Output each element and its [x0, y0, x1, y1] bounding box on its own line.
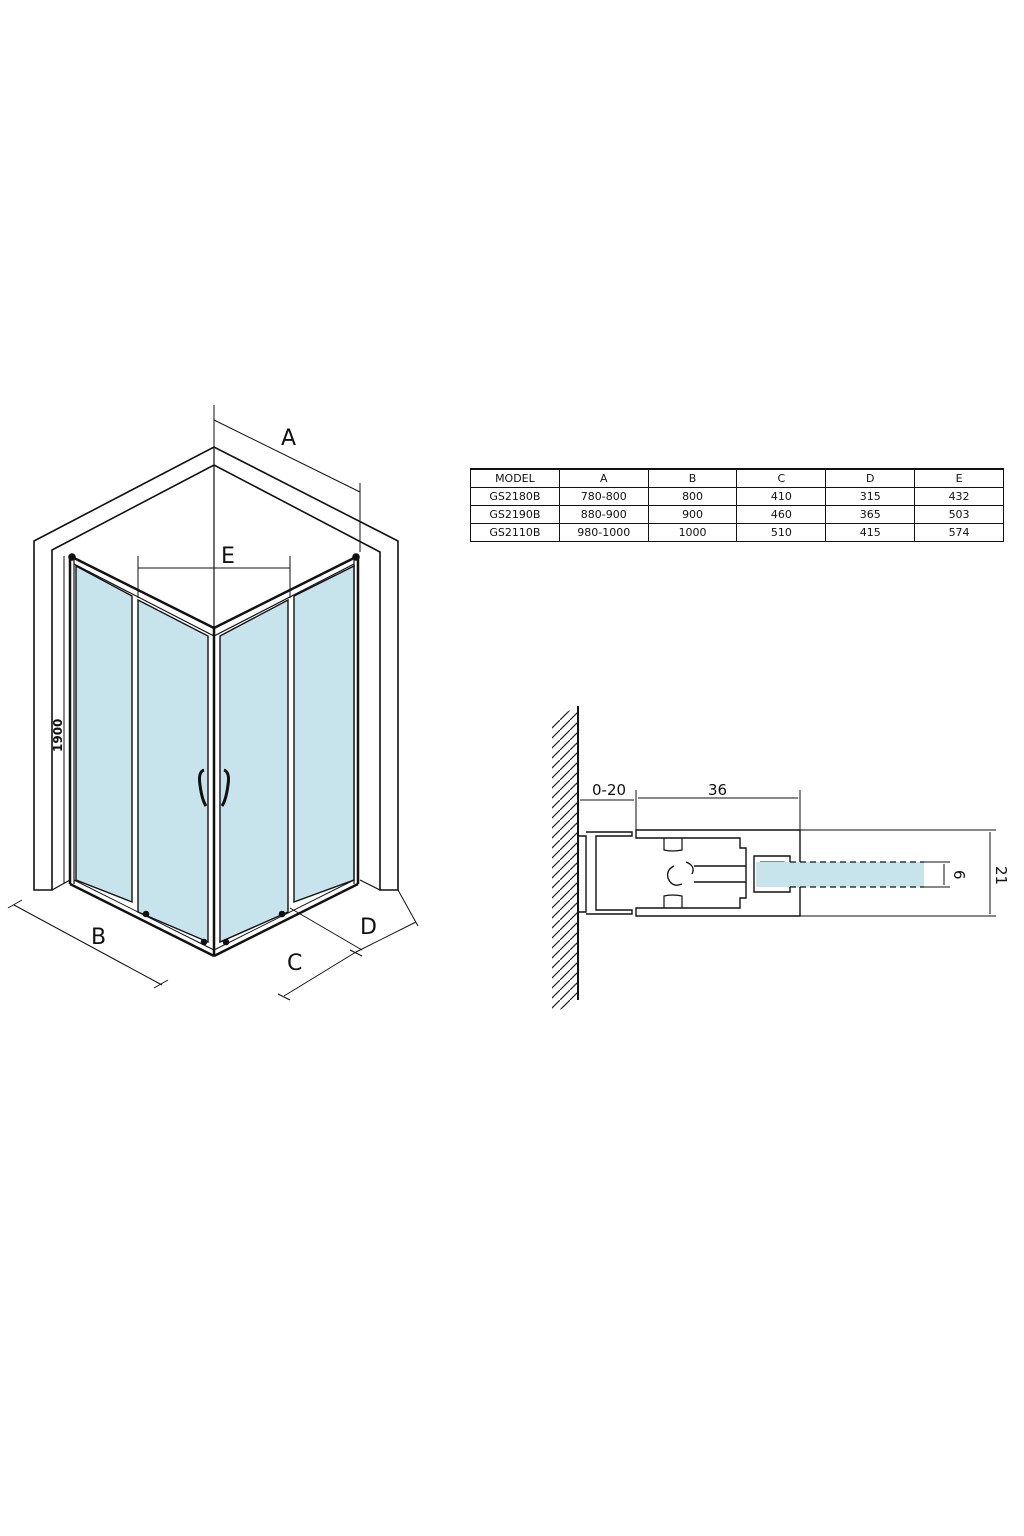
table-header-cell: B [647, 468, 738, 488]
dim-label-e: E [221, 544, 235, 569]
table-header-cell: C [736, 468, 827, 488]
table-cell: 415 [825, 523, 916, 542]
dim-label-a: A [281, 426, 296, 451]
table-row: GS2190B 880-900 900 460 365 503 [470, 505, 1004, 524]
table-cell: 315 [825, 487, 916, 506]
table-cell: 900 [647, 505, 738, 524]
table-header-row: MODEL A B C D E [470, 468, 1004, 488]
table-header-cell: E [914, 468, 1004, 488]
table-cell: 574 [914, 523, 1004, 542]
dim-label-gap: 0-20 [592, 781, 626, 799]
table-cell: GS2110B [470, 523, 560, 542]
table-header-cell: D [825, 468, 916, 488]
profile-detail-drawing [552, 706, 924, 1014]
table-cell: 780-800 [558, 487, 649, 506]
table-cell: 503 [914, 505, 1004, 524]
table-cell: 510 [736, 523, 827, 542]
right-sliding-glass [219, 598, 289, 944]
left-door-handle [198, 768, 208, 807]
dim-label-depth: 36 [708, 781, 727, 799]
dim-label-c: C [287, 951, 302, 976]
table-cell: GS2180B [470, 487, 560, 506]
glass-section [756, 862, 924, 887]
shower-enclosure-drawing [33, 446, 399, 958]
specification-table: MODEL A B C D E GS2180B 780-800 800 410 … [470, 468, 1004, 542]
table-cell: 460 [736, 505, 827, 524]
table-cell: 432 [914, 487, 1004, 506]
left-fixed-glass [75, 564, 133, 904]
dim-label-b: B [91, 925, 106, 950]
table-header-cell: A [558, 468, 649, 488]
table-header-cell: MODEL [470, 468, 560, 488]
wall-hatch [552, 706, 578, 1014]
right-fixed-glass [293, 564, 355, 904]
table-row: GS2180B 780-800 800 410 315 432 [470, 487, 1004, 506]
table-cell: 365 [825, 505, 916, 524]
dim-label-d: D [360, 915, 377, 940]
right-door-handle [220, 768, 230, 807]
dim-label-glass-thickness: 6 [950, 870, 968, 880]
table-cell: 800 [647, 487, 738, 506]
table-cell: 410 [736, 487, 827, 506]
table-cell: 980-1000 [558, 523, 649, 542]
profile-dimension-lines [577, 790, 996, 917]
dim-label-profile-height: 21 [992, 866, 1010, 885]
shower-dimension-lines [7, 405, 419, 1001]
table-cell: 1000 [647, 523, 738, 542]
back-wall-outline [33, 446, 399, 891]
shower-dimension-labels: A E B C D 1900 [51, 426, 377, 976]
profile-dimension-labels: 0-20 36 6 21 [592, 781, 1010, 885]
table-cell: GS2190B [470, 505, 560, 524]
dim-label-height: 1900 [51, 719, 65, 752]
table-cell: 880-900 [558, 505, 649, 524]
table-row: GS2110B 980-1000 1000 510 415 574 [470, 523, 1004, 542]
wall-profile [578, 831, 633, 915]
left-sliding-glass [137, 598, 209, 944]
